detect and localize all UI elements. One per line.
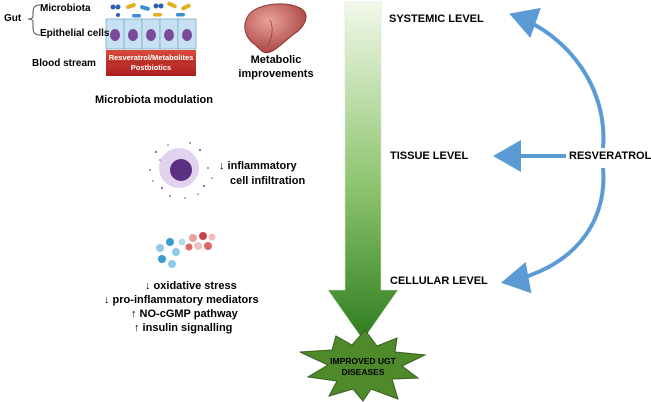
tissue-level-label: TISSUE LEVEL [390, 150, 469, 162]
blood-band-text-1: Resveratrol/Metabolites [108, 53, 194, 62]
gut-label: Gut [4, 13, 22, 24]
effect-insulin: ↑ insulin signalling [134, 322, 233, 334]
outcome-label-2: DISEASES [341, 367, 385, 377]
liver-illustration [244, 3, 307, 54]
inflammatory-cell [149, 142, 213, 199]
effect-oxidative: ↓ oxidative stress [145, 280, 237, 292]
cell-spheres [156, 232, 216, 268]
microbiota-bacteria [110, 1, 191, 18]
blood-stream-label: Blood stream [32, 58, 96, 69]
effect-no-cgmp: ↑ NO-cGMP pathway [131, 308, 238, 320]
main-down-arrow [327, 1, 399, 341]
microbiota-label: Microbiota [40, 3, 91, 14]
arrow-to-systemic [509, 7, 606, 149]
effect-proinflammatory: ↓ pro-inflammatory mediators [104, 294, 259, 306]
gut-bracket [27, 4, 41, 36]
metabolic-label-2: improvements [238, 68, 314, 80]
metabolic-label-1: Metabolic [250, 54, 302, 66]
blood-stream-band [106, 50, 196, 76]
arrow-to-cellular [501, 167, 606, 294]
blood-band-text-2: Postbiotics [130, 63, 172, 72]
resveratrol-label: RESVERATROL [569, 150, 651, 162]
inflammatory-label-1: ↓ inflammatory [219, 160, 297, 172]
microbiota-modulation-caption: Microbiota modulation [95, 94, 213, 106]
inflammatory-label-2: cell infiltration [230, 175, 306, 187]
epithelial-cells [105, 18, 197, 50]
cellular-level-label: CELLULAR LEVEL [390, 275, 488, 287]
systemic-level-label: SYSTEMIC LEVEL [389, 13, 484, 25]
epithelial-cells-label: Epithelial cells [40, 28, 110, 39]
outcome-label-1: IMPROVED UGT [330, 356, 396, 366]
outcome-starburst [299, 329, 427, 402]
